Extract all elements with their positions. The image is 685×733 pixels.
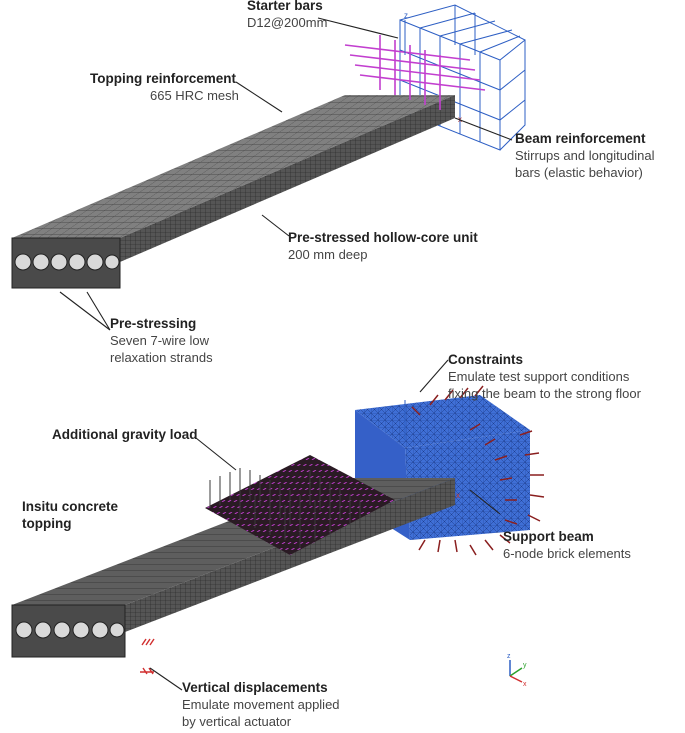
support-beam-desc: 6-node brick elements <box>503 546 631 561</box>
beam-reinforcement-desc1: Stirrups and longitudinal <box>515 148 655 163</box>
svg-text:x: x <box>456 491 460 500</box>
pre-stressing-desc2: relaxation strands <box>110 350 213 365</box>
pre-stressing-desc1: Seven 7-wire low <box>110 333 209 348</box>
pre-stressing-title: Pre-stressing <box>110 316 197 331</box>
leader-lines <box>59 17 513 691</box>
gravity-load-pins <box>209 468 361 548</box>
label-gravity-load: Additional gravity load <box>52 426 198 443</box>
beam-reinforcement-desc2: bars (elastic behavior) <box>515 165 643 180</box>
vertical-displacements-desc1: Emulate movement applied <box>182 697 340 712</box>
constraints-desc2: fixing the beam to the strong floor <box>448 386 641 401</box>
label-starter-bars: Starter bars D12@200mm <box>247 0 327 31</box>
insitu-topping-title2: topping <box>22 516 72 531</box>
hollow-core-unit-end <box>11 237 121 289</box>
starter-bars-title: Starter bars <box>247 0 323 13</box>
vertical-displacements-title: Vertical displacements <box>182 680 328 695</box>
starter-bars-desc: D12@200mm <box>247 15 328 30</box>
topping-reinforcement-desc: 665 HRC mesh <box>150 88 239 103</box>
hollow-core-unit-top <box>12 95 455 238</box>
support-beam-title: Support beam <box>503 529 594 544</box>
label-beam-reinforcement: Beam reinforcement Stirrups and longitud… <box>515 130 654 181</box>
svg-text:y: y <box>523 662 527 669</box>
gravity-load-title: Additional gravity load <box>52 427 198 442</box>
topping-reinforcement-title: Topping reinforcement <box>90 71 237 86</box>
global-axis-triad: z y x <box>507 653 527 688</box>
beam-reinforcement-title: Beam reinforcement <box>515 131 646 146</box>
hollow-core-desc: 200 mm deep <box>288 247 368 262</box>
top-model: z x <box>11 4 526 289</box>
svg-text:x: x <box>523 681 527 688</box>
constraints-desc1: Emulate test support conditions <box>448 369 630 384</box>
label-constraints: Constraints Emulate test support conditi… <box>448 351 641 402</box>
starter-bars <box>344 35 486 110</box>
label-insitu-topping: Insitu concrete topping <box>22 498 118 532</box>
label-pre-stressing: Pre-stressing Seven 7-wire low relaxatio… <box>110 315 213 366</box>
vertical-displacement-marks <box>140 638 155 675</box>
support-axis-triad: x <box>404 400 460 500</box>
insitu-topping-title1: Insitu concrete <box>22 499 119 514</box>
support-beam-top <box>355 395 530 448</box>
constraints-arrows <box>411 385 545 556</box>
hollow-core-unit-side <box>120 95 455 262</box>
svg-text:z: z <box>507 653 511 660</box>
svg-text:z: z <box>404 11 408 20</box>
hollow-core-title: Pre-stressed hollow-core unit <box>288 230 478 245</box>
label-vertical-displacements: Vertical displacements Emulate movement … <box>182 679 340 730</box>
label-support-beam: Support beam 6-node brick elements <box>503 528 631 562</box>
bottom-slab-end <box>11 604 126 658</box>
label-hollow-core: Pre-stressed hollow-core unit 200 mm dee… <box>288 229 478 263</box>
constraints-title: Constraints <box>448 352 524 367</box>
label-topping-reinforcement: Topping reinforcement 665 HRC mesh <box>90 70 239 104</box>
vertical-displacements-desc2: by vertical actuator <box>182 714 292 729</box>
bottom-model: x <box>11 385 545 675</box>
